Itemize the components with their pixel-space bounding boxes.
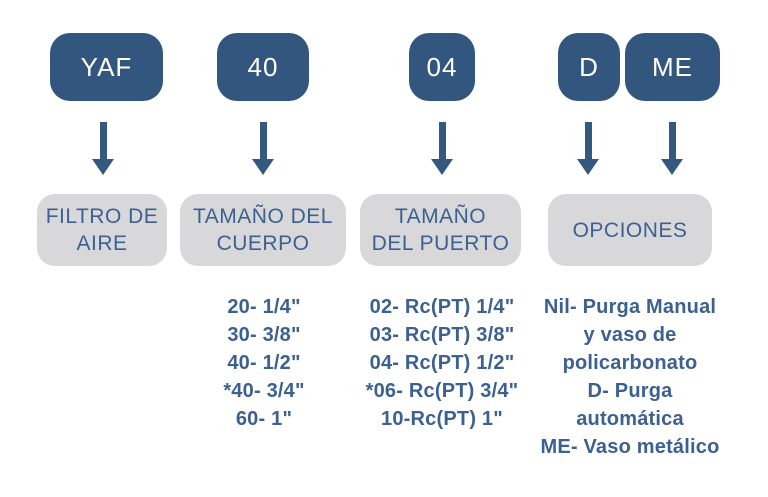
list-item: 20- 1/4" (227, 296, 301, 318)
arrow-down-icon (577, 122, 599, 175)
category-box-port-size: TAMAÑO DEL PUERTO (360, 194, 521, 266)
body-size-list: 20- 1/4" 30- 3/8" 40- 1/2" *40- 3/4" 60-… (174, 293, 354, 433)
list-item: 60- 1" (235, 408, 293, 430)
code-label-option-d: D (579, 51, 599, 82)
list-item: 40- 1/2" (227, 352, 301, 374)
code-label-option-me: ME (652, 51, 693, 82)
category-label-line: AIRE (76, 232, 128, 255)
list-item: 30- 3/8" (227, 324, 301, 346)
code-box-yaf: YAF (50, 33, 163, 101)
list-item: D- Purga (587, 380, 673, 402)
list-item: *06- Rc(PT) 3/4" (365, 380, 519, 402)
list-item: 03- Rc(PT) 3/8" (369, 324, 515, 346)
list-item: policarbonato (562, 352, 698, 374)
code-box-body-size: 40 (217, 33, 309, 101)
category-label-line: TAMAÑO DEL (193, 205, 333, 228)
options-list: Nil- Purga Manual y vaso de policarbonat… (523, 293, 737, 461)
port-size-list: 02- Rc(PT) 1/4" 03- Rc(PT) 3/8" 04- Rc(P… (347, 293, 537, 433)
category-label-line: CUERPO (216, 232, 310, 255)
category-box-body-size: TAMAÑO DEL CUERPO (180, 194, 346, 266)
category-label-line: TAMAÑO (394, 205, 487, 228)
list-item: Nil- Purga Manual (543, 296, 717, 318)
code-box-option-me: ME (625, 33, 720, 101)
list-item: ME- Vaso metálico (540, 436, 720, 458)
code-box-port-size: 04 (409, 33, 475, 101)
category-label-line: DEL PUERTO (371, 232, 510, 255)
arrow-down-icon (661, 122, 683, 175)
list-item: 02- Rc(PT) 1/4" (369, 296, 515, 318)
list-item: 10-Rc(PT) 1" (381, 408, 503, 430)
code-label-body-size: 40 (247, 51, 279, 82)
code-label-port-size: 04 (426, 51, 458, 82)
list-item: y vaso de (583, 324, 677, 346)
arrow-down-icon (431, 122, 453, 175)
category-label-line: OPCIONES (572, 218, 688, 242)
arrow-down-icon (252, 122, 274, 175)
category-label-line: FILTRO DE (45, 205, 159, 228)
arrow-down-icon (92, 122, 114, 175)
list-item: 04- Rc(PT) 1/2" (369, 352, 515, 374)
list-item: automática (576, 408, 684, 430)
category-box-options: OPCIONES (548, 194, 712, 266)
code-label-yaf: YAF (80, 51, 133, 82)
list-item: *40- 3/4" (223, 380, 305, 402)
code-box-option-d: D (558, 33, 620, 101)
category-box-air-filter: FILTRO DE AIRE (37, 194, 167, 266)
